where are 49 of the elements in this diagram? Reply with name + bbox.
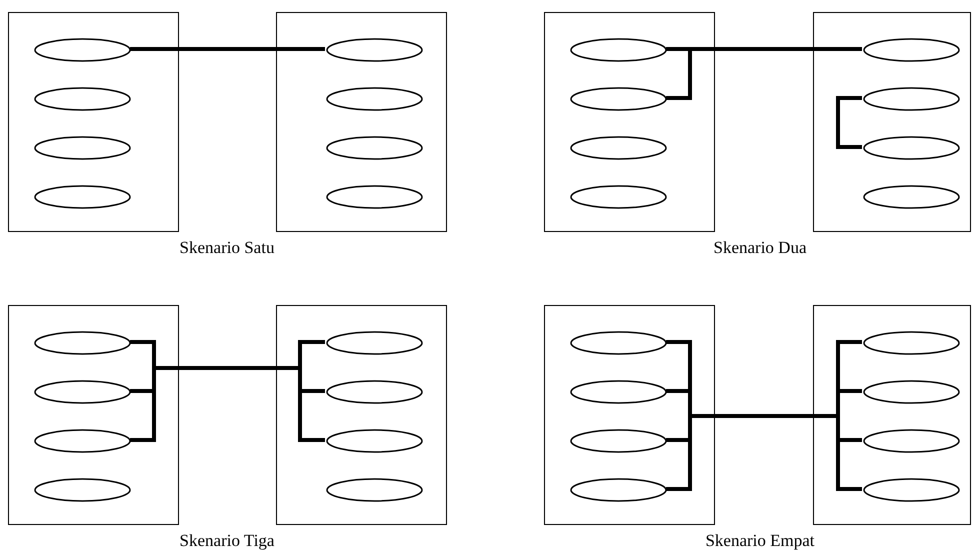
ellipse-node: [34, 380, 131, 404]
bus-connector: [664, 47, 864, 100]
bus-connector: [664, 340, 864, 491]
ellipse-node: [863, 87, 960, 111]
ellipse-node: [570, 185, 667, 209]
ellipse-node: [34, 38, 131, 62]
container-box: [8, 305, 179, 525]
container-box: [544, 12, 715, 232]
ellipse-node: [326, 136, 423, 160]
container-box: [276, 305, 447, 525]
ellipse-node: [34, 429, 131, 453]
ellipse-node: [326, 38, 423, 62]
container-box: [544, 305, 715, 525]
scenario-caption: Skenario Satu: [180, 238, 274, 258]
ellipse-node: [34, 136, 131, 160]
ellipse-node: [570, 429, 667, 453]
ellipse-node: [326, 478, 423, 502]
container-box: [276, 12, 447, 232]
ellipse-node: [570, 380, 667, 404]
ellipse-node: [863, 136, 960, 160]
ellipse-node: [863, 429, 960, 453]
ellipse-node: [863, 185, 960, 209]
ellipse-node: [863, 331, 960, 355]
container-box: [813, 305, 971, 525]
ellipse-node: [863, 38, 960, 62]
ellipse-node: [863, 478, 960, 502]
ellipse-node: [570, 136, 667, 160]
scenario-caption: Skenario Dua: [714, 238, 806, 258]
ellipse-node: [326, 331, 423, 355]
scenario-caption: Skenario Tiga: [180, 531, 274, 551]
ellipse-node: [570, 478, 667, 502]
ellipse-node: [34, 478, 131, 502]
scenario-caption: Skenario Empat: [705, 531, 815, 551]
ellipse-node: [326, 429, 423, 453]
ellipse-node: [570, 87, 667, 111]
ellipse-node: [326, 380, 423, 404]
ellipse-node: [34, 331, 131, 355]
ellipse-node: [326, 87, 423, 111]
ellipse-node: [34, 185, 131, 209]
container-box: [8, 12, 179, 232]
ellipse-node: [570, 331, 667, 355]
connector-line: [128, 47, 327, 51]
ellipse-node: [863, 380, 960, 404]
ellipse-node: [570, 38, 667, 62]
ellipse-node: [326, 185, 423, 209]
container-box: [813, 12, 971, 232]
ellipse-node: [34, 87, 131, 111]
connector-line: [836, 96, 862, 149]
bus-connector: [128, 340, 327, 442]
